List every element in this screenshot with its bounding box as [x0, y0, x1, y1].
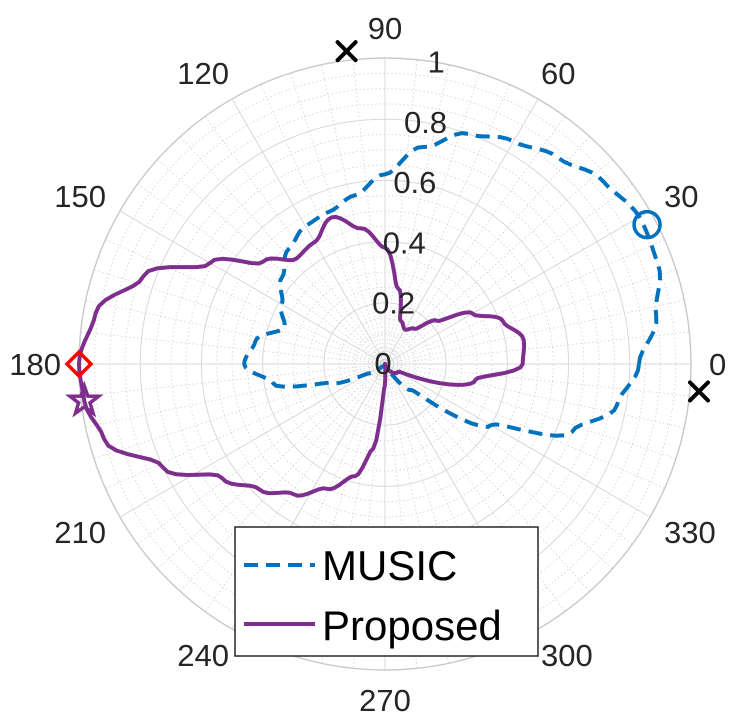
radius-tick-label: 0.2 — [372, 286, 415, 321]
minor-grid-spoke — [179, 136, 386, 365]
minor-grid-spoke — [157, 158, 386, 365]
minor-grid-spoke — [384, 136, 591, 365]
minor-grid-spoke — [290, 363, 386, 656]
minor-grid-spoke — [352, 363, 386, 669]
radius-tick-label: 0 — [374, 346, 391, 381]
minor-grid-spoke — [384, 363, 613, 570]
minor-grid-spoke — [105, 363, 386, 489]
minor-grid-spoke — [384, 363, 591, 592]
minor-grid-spoke — [384, 363, 665, 489]
minor-grid-spoke — [204, 363, 386, 612]
minor-grid-spoke — [384, 363, 677, 459]
cross-marker — [687, 380, 710, 403]
angle-tick-label: 300 — [541, 638, 593, 673]
radius-tick-label: 1 — [428, 45, 445, 80]
angle-tick-labels: 0 30 60 90 120 150 180 210 240 270 300 330 — [9, 11, 726, 718]
minor-grid-spoke — [179, 363, 386, 592]
major-grid-spoke — [119, 210, 386, 365]
minor-grid-spoke — [137, 183, 386, 365]
angle-tick-label: 30 — [664, 179, 698, 214]
minor-grid-spoke — [384, 363, 510, 644]
minor-grid-spoke — [384, 72, 480, 365]
minor-grid-spoke — [384, 64, 450, 365]
minor-grid-spoke — [384, 84, 510, 365]
minor-grid-spoke — [80, 363, 386, 397]
radius-tick-label: 0.8 — [404, 105, 447, 140]
minor-grid-spoke — [384, 363, 566, 612]
star-marker — [65, 380, 104, 418]
minor-grid-spoke — [260, 363, 386, 644]
angle-tick-label: 60 — [541, 56, 575, 91]
minor-grid-spoke — [384, 158, 613, 365]
legend: MUSIC Proposed — [234, 526, 539, 657]
diamond-marker — [64, 349, 94, 379]
angle-tick-label: 240 — [177, 638, 229, 673]
minor-grid-spoke — [384, 116, 566, 365]
minor-grid-spoke — [384, 331, 690, 365]
angle-tick-label: 120 — [177, 56, 229, 91]
angle-tick-label: 90 — [368, 11, 402, 46]
minor-grid-spoke — [384, 363, 633, 545]
major-grid-spoke — [384, 363, 651, 518]
minor-grid-spoke — [384, 299, 685, 365]
major-grid-spoke — [119, 363, 386, 518]
cross-marker — [335, 40, 358, 63]
series-line-music — [242, 131, 662, 438]
angle-tick-label: 270 — [359, 683, 411, 718]
minor-grid-spoke — [384, 363, 418, 669]
legend-box — [234, 526, 539, 657]
minor-grid-spoke — [80, 331, 386, 365]
angle-tick-label: 330 — [664, 515, 716, 550]
minor-grid-spoke — [384, 59, 418, 365]
radius-tick-label: 0.6 — [393, 165, 436, 200]
minor-grid-spoke — [384, 363, 690, 397]
circle-marker — [632, 209, 662, 240]
legend-label-proposed: Proposed — [322, 602, 502, 649]
radius-tick-labels: 0 0.2 0.4 0.6 0.8 1 — [372, 45, 447, 381]
minor-grid-spoke — [384, 239, 665, 365]
minor-grid-spoke — [320, 363, 386, 664]
major-grid-spoke — [384, 98, 539, 365]
minor-grid-spoke — [157, 363, 386, 570]
angle-tick-label: 150 — [54, 179, 106, 214]
minor-grid-spoke — [384, 269, 677, 365]
minor-grid-spoke — [384, 363, 450, 664]
minor-grid-spoke — [352, 59, 386, 365]
minor-grid-spoke — [384, 183, 633, 365]
minor-grid-spoke — [105, 239, 386, 365]
major-grid-spoke — [384, 210, 651, 365]
minor-grid-spoke — [137, 363, 386, 545]
angle-tick-label: 210 — [54, 515, 106, 550]
series-line-proposed — [77, 214, 527, 498]
minor-grid-spoke — [320, 64, 386, 365]
angle-tick-label: 0 — [709, 347, 726, 382]
minor-grid-spoke — [85, 363, 386, 429]
radius-tick-label: 0.4 — [383, 225, 426, 260]
major-grid-spoke — [231, 98, 386, 365]
minor-grid-spoke — [384, 363, 480, 656]
minor-grid-spoke — [93, 363, 386, 459]
minor-grid-spoke — [85, 299, 386, 365]
series-layer — [77, 131, 662, 498]
marker-layer — [64, 40, 710, 418]
minor-grid-spoke — [384, 363, 685, 429]
legend-label-music: MUSIC — [322, 542, 457, 589]
minor-grid-spoke — [93, 269, 386, 365]
angle-tick-label: 180 — [9, 347, 61, 382]
